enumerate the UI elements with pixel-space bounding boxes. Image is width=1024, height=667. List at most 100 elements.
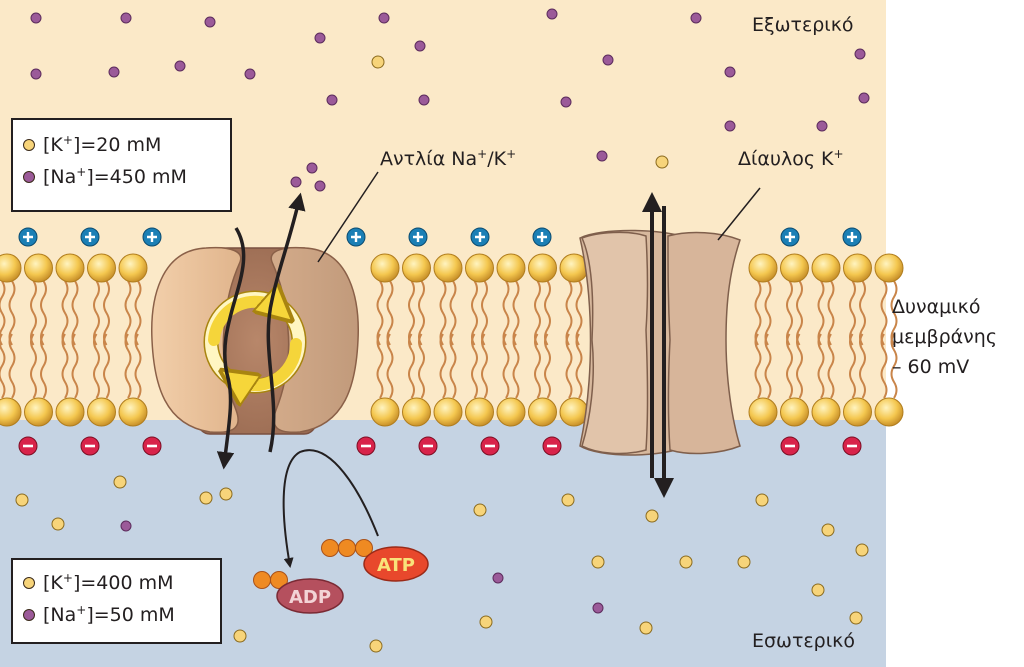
- membrane-charges: [18, 227, 862, 456]
- k-ion: [51, 517, 65, 531]
- negative-charge-icon: [480, 436, 500, 456]
- na-ion: [602, 54, 614, 66]
- na-ion: [690, 12, 702, 24]
- na-ion: [244, 68, 256, 80]
- k-ion: [737, 555, 751, 569]
- k-ion: [199, 491, 213, 505]
- k-ion: [849, 611, 863, 625]
- na-ion: [596, 150, 608, 162]
- positive-charge-icon: [408, 227, 428, 247]
- positive-charge-icon: [532, 227, 552, 247]
- k-channel: [579, 192, 741, 498]
- pump-label-text: Αντλία Na: [380, 148, 478, 170]
- negative-charge-icon: [780, 436, 800, 456]
- positive-charge-icon: [80, 227, 100, 247]
- lipid-head: [433, 397, 463, 427]
- lipid-head: [87, 397, 116, 427]
- k-ion-icon: [23, 139, 35, 151]
- k-ion: [655, 155, 669, 169]
- lipid-head: [748, 253, 778, 283]
- outside-na-concentration: [Na+]=450 mM: [23, 166, 187, 187]
- na-ion: [174, 60, 186, 72]
- na-ion: [306, 162, 318, 174]
- k-ion: [371, 55, 385, 69]
- k-channel-label: Δίαυλος K+: [738, 147, 844, 170]
- inside-k-concentration: [K+]=400 mM: [23, 572, 173, 593]
- inside-na-concentration: [Na+]=50 mM: [23, 604, 175, 625]
- k-ion: [15, 493, 29, 507]
- channel-leader-line: [717, 187, 761, 241]
- negative-charge-icon: [142, 436, 162, 456]
- na-ion: [108, 66, 120, 78]
- lipid-head: [118, 397, 148, 427]
- k-ion: [369, 639, 383, 653]
- na-ion: [120, 520, 132, 532]
- pump-label: Αντλία Na+/K+: [380, 148, 516, 170]
- membrane-potential-label: Δυναμικό μεμβράνης – 60 mV: [892, 296, 1024, 379]
- na-ion: [816, 120, 828, 132]
- lipid-head: [780, 397, 809, 427]
- na-ion: [724, 66, 736, 78]
- inside-label: Εσωτερικό: [752, 630, 855, 652]
- na-ion: [204, 16, 216, 28]
- k-ion: [591, 555, 605, 569]
- k-ion: [811, 583, 825, 597]
- k-ion-icon: [23, 577, 35, 589]
- k-ion: [679, 555, 693, 569]
- lipid-head: [465, 253, 494, 283]
- na-ion: [854, 48, 866, 60]
- positive-charge-icon: [780, 227, 800, 247]
- lipid-head: [748, 397, 778, 427]
- positive-charge-icon: [142, 227, 162, 247]
- adp-molecule: ADP: [253, 571, 344, 614]
- na-ion: [546, 8, 558, 20]
- na-ion-icon: [23, 609, 35, 621]
- negative-charge-icon: [356, 436, 376, 456]
- na-ion: [378, 12, 390, 24]
- positive-charge-icon: [470, 227, 490, 247]
- na-ion: [560, 96, 572, 108]
- na-ion: [314, 180, 326, 192]
- k-ion: [755, 493, 769, 507]
- lipid-head: [433, 253, 463, 283]
- lipid-head: [118, 253, 148, 283]
- negative-charge-icon: [542, 436, 562, 456]
- lipid-head: [24, 253, 53, 283]
- lipid-head: [496, 397, 526, 427]
- k-channel-label-text: Δίαυλος K: [738, 148, 834, 170]
- na-ion: [326, 94, 338, 106]
- k-ion: [639, 621, 653, 635]
- negative-charge-icon: [418, 436, 438, 456]
- k-ion: [219, 487, 233, 501]
- lipid-head: [0, 397, 22, 427]
- k-ion: [113, 475, 127, 489]
- ion-flow-arrow-icon: [266, 192, 306, 453]
- na-ion-icon: [23, 171, 35, 183]
- lipid-head: [87, 253, 116, 283]
- na-ion: [30, 68, 42, 80]
- ion-flow-arrow-icon: [216, 227, 246, 470]
- k-channel-label-sign: +: [833, 147, 844, 161]
- lipid-head: [843, 397, 872, 427]
- lipid-head: [843, 253, 872, 283]
- lipid-head: [24, 397, 53, 427]
- k-ion: [855, 543, 869, 557]
- lipid-head: [370, 253, 400, 283]
- lipid-head: [0, 253, 22, 283]
- membrane-potential-line1: Δυναμικό: [892, 296, 981, 318]
- na-ion: [858, 92, 870, 104]
- lipid-head: [55, 397, 85, 427]
- lipid-head: [780, 253, 809, 283]
- ions: [15, 8, 870, 653]
- lipid-head: [528, 397, 557, 427]
- outside-k-concentration: [K+]=20 mM: [23, 134, 161, 155]
- na-ion: [30, 12, 42, 24]
- membrane-potential-line3: – 60 mV: [892, 355, 970, 378]
- lipid-head: [402, 397, 431, 427]
- atp-label: ATP: [377, 555, 415, 576]
- k-ion: [645, 509, 659, 523]
- lipid-head: [496, 253, 526, 283]
- atp-molecule: ATP: [321, 539, 429, 582]
- lipid-head: [402, 253, 431, 283]
